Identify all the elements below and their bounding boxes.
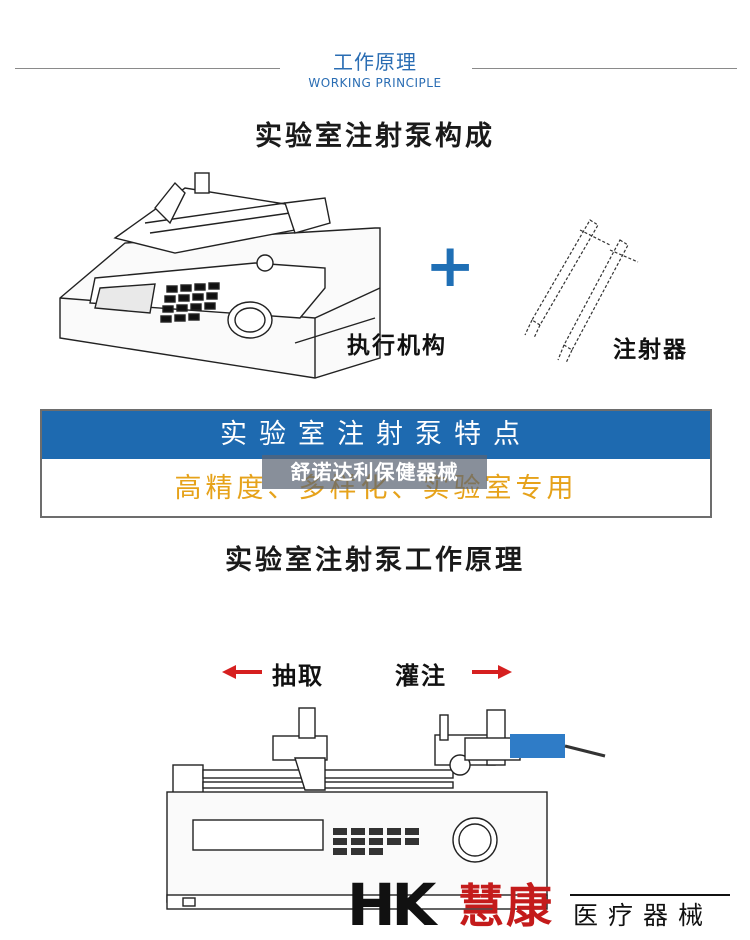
section-title: 工作原理 [333,50,417,74]
syringes-illustration [524,219,639,364]
label-withdraw: 抽取 [272,662,324,690]
label-syringe: 注射器 [613,337,688,363]
logo-tagline: 医疗器械 [573,901,714,930]
section-subtitle: WORKING PRINCIPLE [308,76,442,90]
logo-divider [570,894,730,896]
pump-front-illustration [166,707,606,910]
features-title-bar [42,411,710,459]
plus-sign: + [425,231,476,301]
label-infuse: 灌注 [395,662,447,690]
arrow-left-icon [222,665,262,679]
label-actuator: 执行机构 [347,333,447,359]
watermark-label: 舒诺达利保健器械 [262,455,487,489]
features-title: 实验室注射泵特点 [220,419,532,450]
arrow-right-icon [472,665,512,679]
principle-heading: 实验室注射泵工作原理 [225,545,525,576]
logo-mark: HK [347,871,436,939]
header-rule-left [15,68,280,69]
header-rule-right [472,68,737,69]
syringe-pump-illustration [59,172,381,379]
composition-heading: 实验室注射泵构成 [255,121,495,152]
logo-name: 慧康 [458,879,554,933]
